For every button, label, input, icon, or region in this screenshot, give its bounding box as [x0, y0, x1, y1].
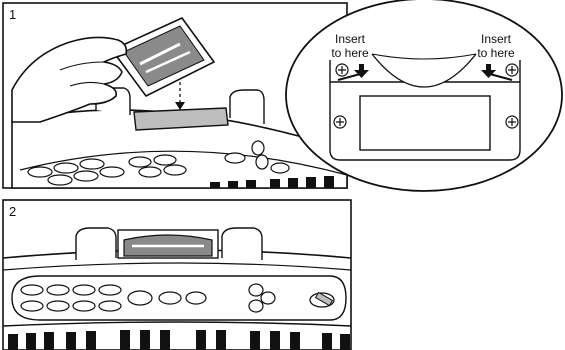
panel-2-number: 2: [9, 204, 16, 219]
panel-1-number: 1: [9, 7, 16, 22]
insert-label-left-line2: to here: [331, 46, 369, 60]
volume-knob-icon: [310, 292, 334, 307]
callout-label-area: [360, 96, 490, 150]
insert-label-left-line1: Insert: [335, 32, 366, 46]
callout-zoom: Insert to here Insert to here: [286, 0, 562, 191]
insert-label-right-line1: Insert: [481, 32, 512, 46]
panel-2-frame: [3, 200, 351, 350]
insert-label-right-line2: to here: [477, 46, 515, 60]
left-slot-guard-2: [76, 228, 116, 260]
right-slot-guard-2: [222, 228, 262, 260]
panel-2: 2: [3, 200, 351, 350]
